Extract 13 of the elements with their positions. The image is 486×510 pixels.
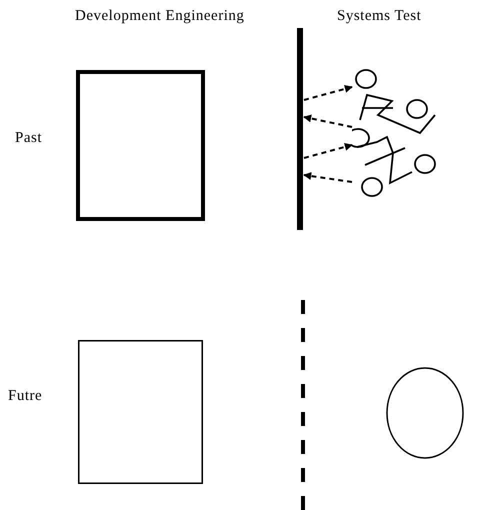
wall-line (297, 28, 303, 230)
column-heading: Systems Test (337, 8, 422, 25)
arrow (303, 172, 352, 183)
arrow (303, 114, 352, 128)
arrow (304, 85, 353, 101)
row-heading: Futre (8, 388, 42, 405)
circle (386, 367, 464, 459)
column-heading: Development Engineering (75, 8, 244, 25)
arrow (304, 143, 353, 159)
dashed-divider-line (301, 300, 305, 510)
row-heading: Past (15, 130, 42, 147)
rectangle-box (78, 340, 203, 484)
rectangle-box (76, 70, 205, 221)
